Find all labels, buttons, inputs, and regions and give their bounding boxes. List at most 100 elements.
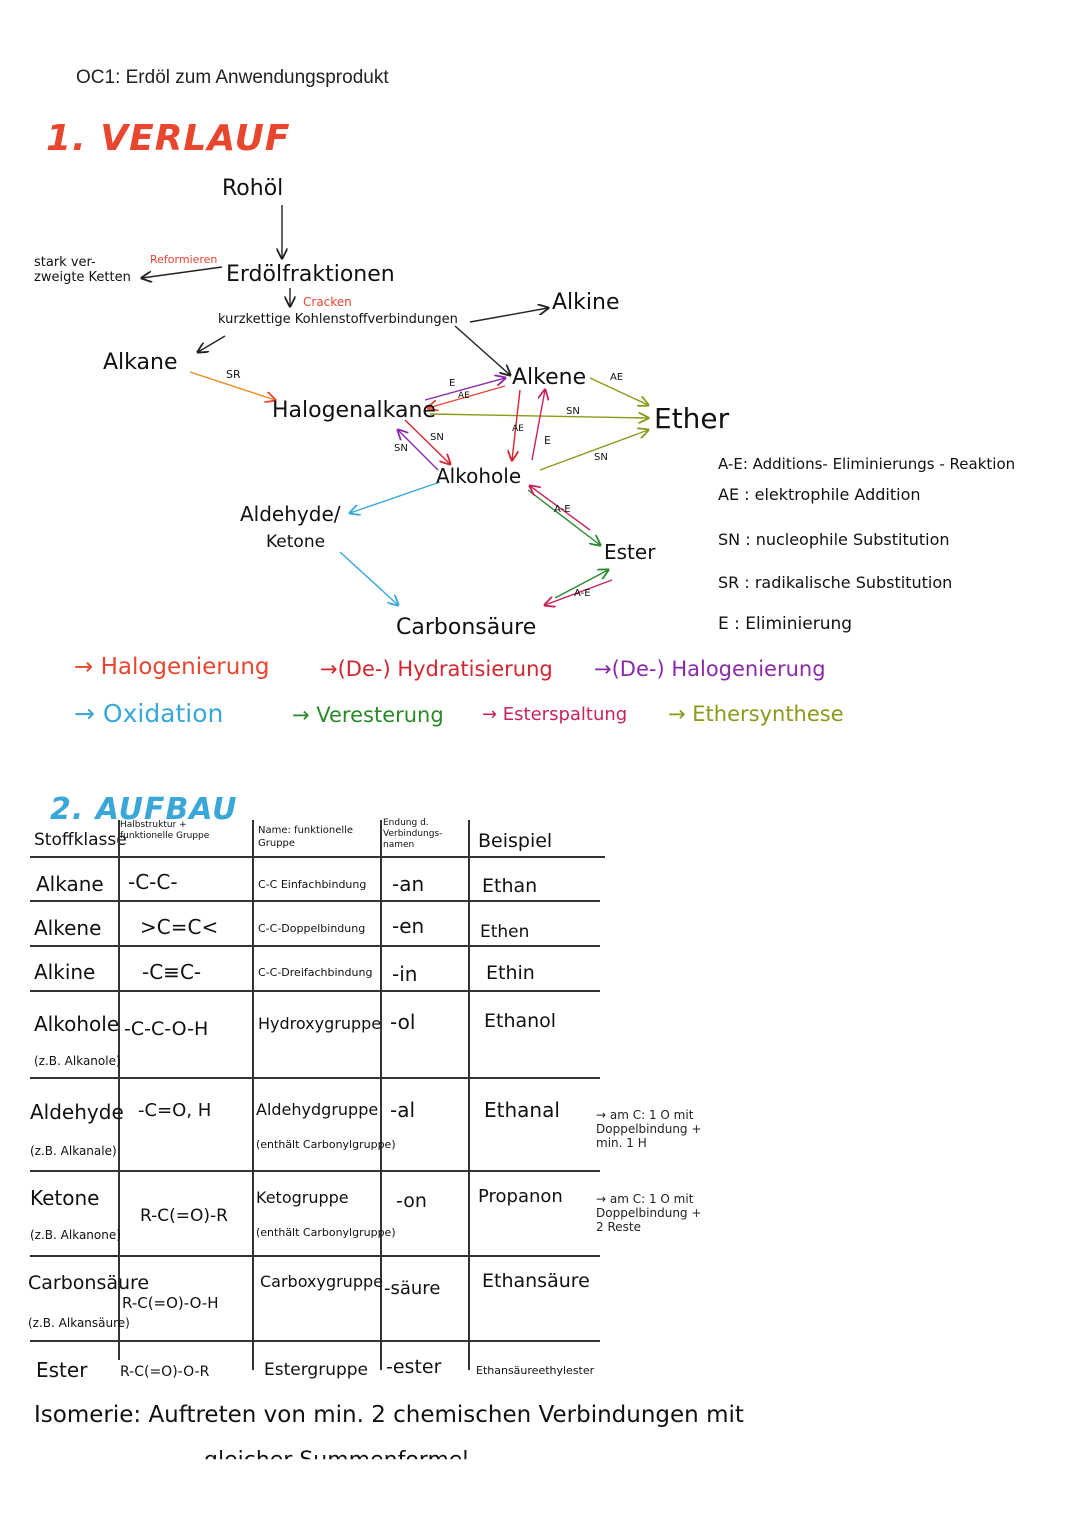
row-carbonsaeure-sub: (z.B. Alkansäure) [28, 1316, 130, 1330]
table-row-line [30, 1077, 600, 1079]
node-ether: Ether [654, 402, 730, 435]
row-aldehyde-struktur: -C=O, H [138, 1100, 212, 1121]
header-endung: Endung d. Verbindungs- namen [383, 818, 443, 850]
node-kurzkettige: kurzkettige Kohlenstoffverbindungen [218, 312, 458, 327]
section-title-aufbau: 2. AUFBAU [50, 792, 238, 827]
edge-label-sn2: SN [430, 432, 444, 443]
table-header-line [30, 856, 605, 858]
legend-esterspaltung: → Esterspaltung [482, 704, 628, 725]
row-carbonsaeure-klasse: Carbonsäure [28, 1272, 150, 1294]
table-col-line [118, 820, 120, 1360]
row-aldehyde-sub: (z.B. Alkanale) [30, 1144, 117, 1158]
definition-e: E : Eliminierung [718, 614, 853, 634]
legend-halogenierung: → Halogenierung [74, 654, 270, 680]
row-carbonsaeure-gruppe: Carboxygruppe [260, 1272, 383, 1291]
arrow-alkene-ether [589, 377, 648, 405]
page-title: OC1: Erdöl zum Anwendungsprodukt [76, 67, 389, 88]
row-ester-gruppe: Estergruppe [264, 1360, 369, 1380]
definition-sn: SN : nucleophile Substitution [718, 530, 950, 549]
arrow-alkohol-alkene [531, 390, 545, 461]
arrow-to-alkene [454, 325, 510, 375]
edge-label-e: E [449, 378, 456, 389]
node-rohoel: Rohöl [222, 176, 284, 201]
legend-veresterung: → Veresterung [292, 703, 444, 727]
arrow-to-alkane [198, 335, 226, 352]
row-aldehyde-gruppe: Aldehydgruppe [256, 1100, 379, 1119]
header-beispiel: Beispiel [478, 830, 553, 852]
arrow-alkohol-aldehyd [350, 481, 441, 513]
row-carbonsaeure-struktur: R-C(=O)-O-H [122, 1294, 219, 1312]
node-aldehyde: Aldehyde/ [240, 502, 341, 526]
row-alkene-struktur: >C=C< [140, 915, 219, 939]
isomerie-text: Isomerie: Auftreten von min. 2 chemische… [34, 1402, 744, 1428]
row-ketone-klasse: Ketone [30, 1186, 100, 1210]
edge-label-e2: E [544, 434, 551, 447]
definition-sr: SR : radikalische Substitution [718, 573, 953, 592]
row-aldehyde-beispiel: Ethanal [484, 1098, 560, 1122]
node-ester: Ester [604, 540, 656, 564]
header-stoffklasse: Stoffklasse [34, 830, 127, 850]
row-ketone-beispiel: Propanon [478, 1186, 563, 1207]
edge-label-ae3: AE [512, 424, 524, 434]
row-alkohole-gruppe: Hydroxygruppe [258, 1014, 382, 1033]
reaction-diagram [0, 205, 1080, 760]
arrow-ester-carb [545, 579, 613, 605]
node-stark-verzweigt: stark ver- zweigte Ketten [34, 255, 131, 285]
row-ester-klasse: Ester [36, 1358, 88, 1382]
arrow-alkohol-ether [539, 430, 648, 471]
edge-label-sn4: SN [594, 452, 608, 463]
node-alkane: Alkane [103, 350, 178, 375]
arrow-halogen-alkohol [404, 419, 450, 464]
header-name: Name: funktionelle Gruppe [258, 825, 354, 849]
arrow-alkohol-ester [527, 489, 600, 545]
node-ketone: Ketone [266, 532, 326, 552]
node-carbonsaeure: Carbonsäure [396, 615, 537, 640]
arrow-alkene-alkohol [512, 389, 521, 460]
note-aldehyd: → am C: 1 O mit Doppelbindung + min. 1 H [596, 1108, 702, 1150]
legend-ethersynthese: → Ethersynthese [668, 702, 844, 726]
row-aldehyde-gruppe-sub: (enthält Carbonylgruppe) [256, 1138, 396, 1151]
edge-label-ae2: AE [610, 372, 624, 383]
row-ester-beispiel: Ethansäureethylester [476, 1364, 595, 1377]
row-ester-endung: -ester [386, 1356, 442, 1378]
row-ketone-struktur: R-C(=O)-R [140, 1206, 228, 1226]
row-alkane-beispiel: Ethan [482, 875, 538, 897]
legend-oxidation: → Oxidation [74, 699, 224, 728]
section-title-verlauf: 1. VERLAUF [46, 118, 291, 159]
row-alkine-klasse: Alkine [34, 960, 96, 984]
table-row-line [30, 945, 600, 947]
edge-label-ae-ester: A-E [554, 504, 571, 515]
row-carbonsaeure-beispiel: Ethansäure [482, 1270, 590, 1292]
row-ketone-gruppe: Ketogruppe [256, 1188, 349, 1207]
row-alkine-gruppe: C-C-Dreifachbindung [258, 966, 373, 979]
row-alkohole-klasse: Alkohole [34, 1012, 120, 1036]
node-alkene: Alkene [512, 365, 587, 390]
table-col-line [252, 820, 254, 1370]
row-ketone-gruppe-sub: (enthält Carbonylgruppe) [256, 1226, 396, 1239]
row-alkane-klasse: Alkane [36, 872, 104, 896]
arrow-alkene-halogen [428, 385, 506, 408]
edge-label-sn3: SN [394, 443, 408, 454]
note-keton: → am C: 1 O mit Doppelbindung + 2 Reste [596, 1192, 702, 1234]
arrow-carb-ester [554, 570, 608, 599]
edge-label-sn1: SN [566, 406, 580, 417]
row-alkine-struktur: -C≡C- [142, 960, 202, 984]
table-col-line [468, 820, 470, 1370]
label-cracken: Cracken [303, 295, 352, 309]
table-col-line [380, 820, 382, 1370]
row-carbonsaeure-endung: -säure [384, 1278, 441, 1299]
arrow-reformieren [142, 266, 223, 278]
row-ester-struktur: R-C(=O)-O-R [120, 1364, 210, 1380]
row-ketone-endung: -on [396, 1190, 427, 1212]
arrow-to-alkine [469, 308, 548, 323]
edge-label-ae-carb: A-E [574, 588, 591, 599]
arrow-halogen-alkene [424, 378, 505, 401]
node-erdoelfraktionen: Erdölfraktionen [226, 262, 395, 287]
row-alkine-beispiel: Ethin [486, 962, 535, 984]
table-row-line [30, 990, 600, 992]
row-alkene-gruppe: C-C-Doppelbindung [258, 922, 366, 935]
row-alkohole-struktur: -C-C-O-H [124, 1018, 209, 1040]
node-alkohole: Alkohole [436, 464, 522, 488]
row-alkene-klasse: Alkene [34, 916, 102, 940]
row-ketone-sub: (z.B. Alkanone) [30, 1228, 121, 1242]
